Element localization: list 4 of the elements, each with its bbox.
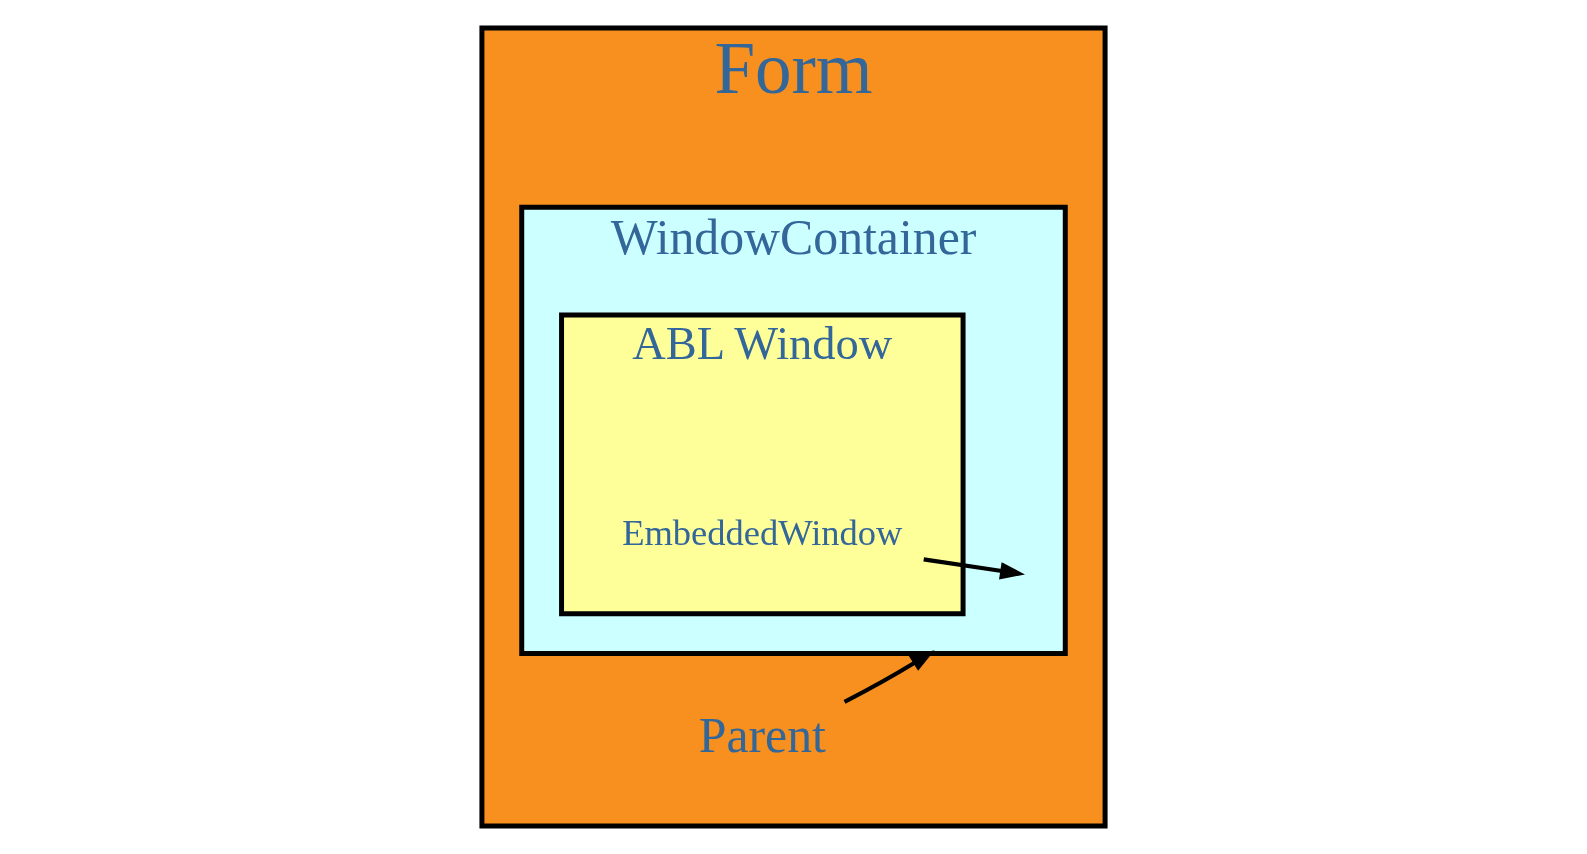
- arrow: [923, 557, 1025, 580]
- arrow: [843, 650, 935, 704]
- node-text: EmbeddedWindow: [622, 511, 903, 553]
- node-text: Parent: [698, 708, 826, 764]
